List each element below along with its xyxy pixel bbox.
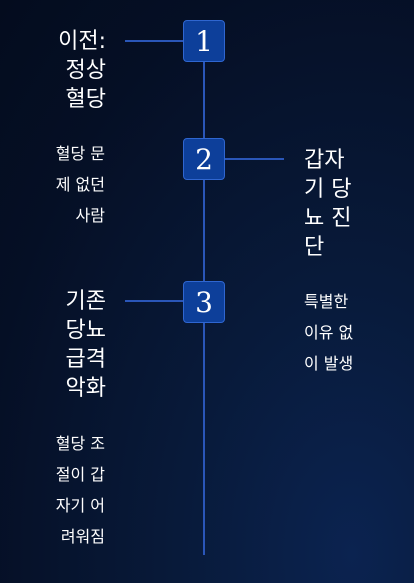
step-3-number-box: 3	[183, 281, 225, 323]
step-2-number-box: 2	[183, 138, 225, 180]
step-3-title: 기존 당뇨 급격 악화	[65, 289, 106, 401]
step-1-number-box: 1	[183, 20, 225, 62]
step-2-description: 특별한 이유 없 이 발생	[304, 292, 354, 373]
step-1-connector	[125, 40, 185, 42]
step-2-number: 2	[195, 142, 213, 176]
step-2-connector	[224, 158, 284, 160]
step-1-title: 이전: 정상 혈당	[58, 29, 106, 112]
step-2-title: 갑자 기 당 뇨 진 단	[304, 148, 352, 260]
step-3-number: 3	[195, 285, 213, 319]
step-1-number: 1	[195, 24, 213, 58]
step-1-description: 혈당 문 제 없던 사람	[55, 144, 105, 225]
step-3-description: 혈당 조 절이 갑 자기 어 려워짐	[55, 434, 105, 546]
step-3-connector	[125, 300, 185, 302]
